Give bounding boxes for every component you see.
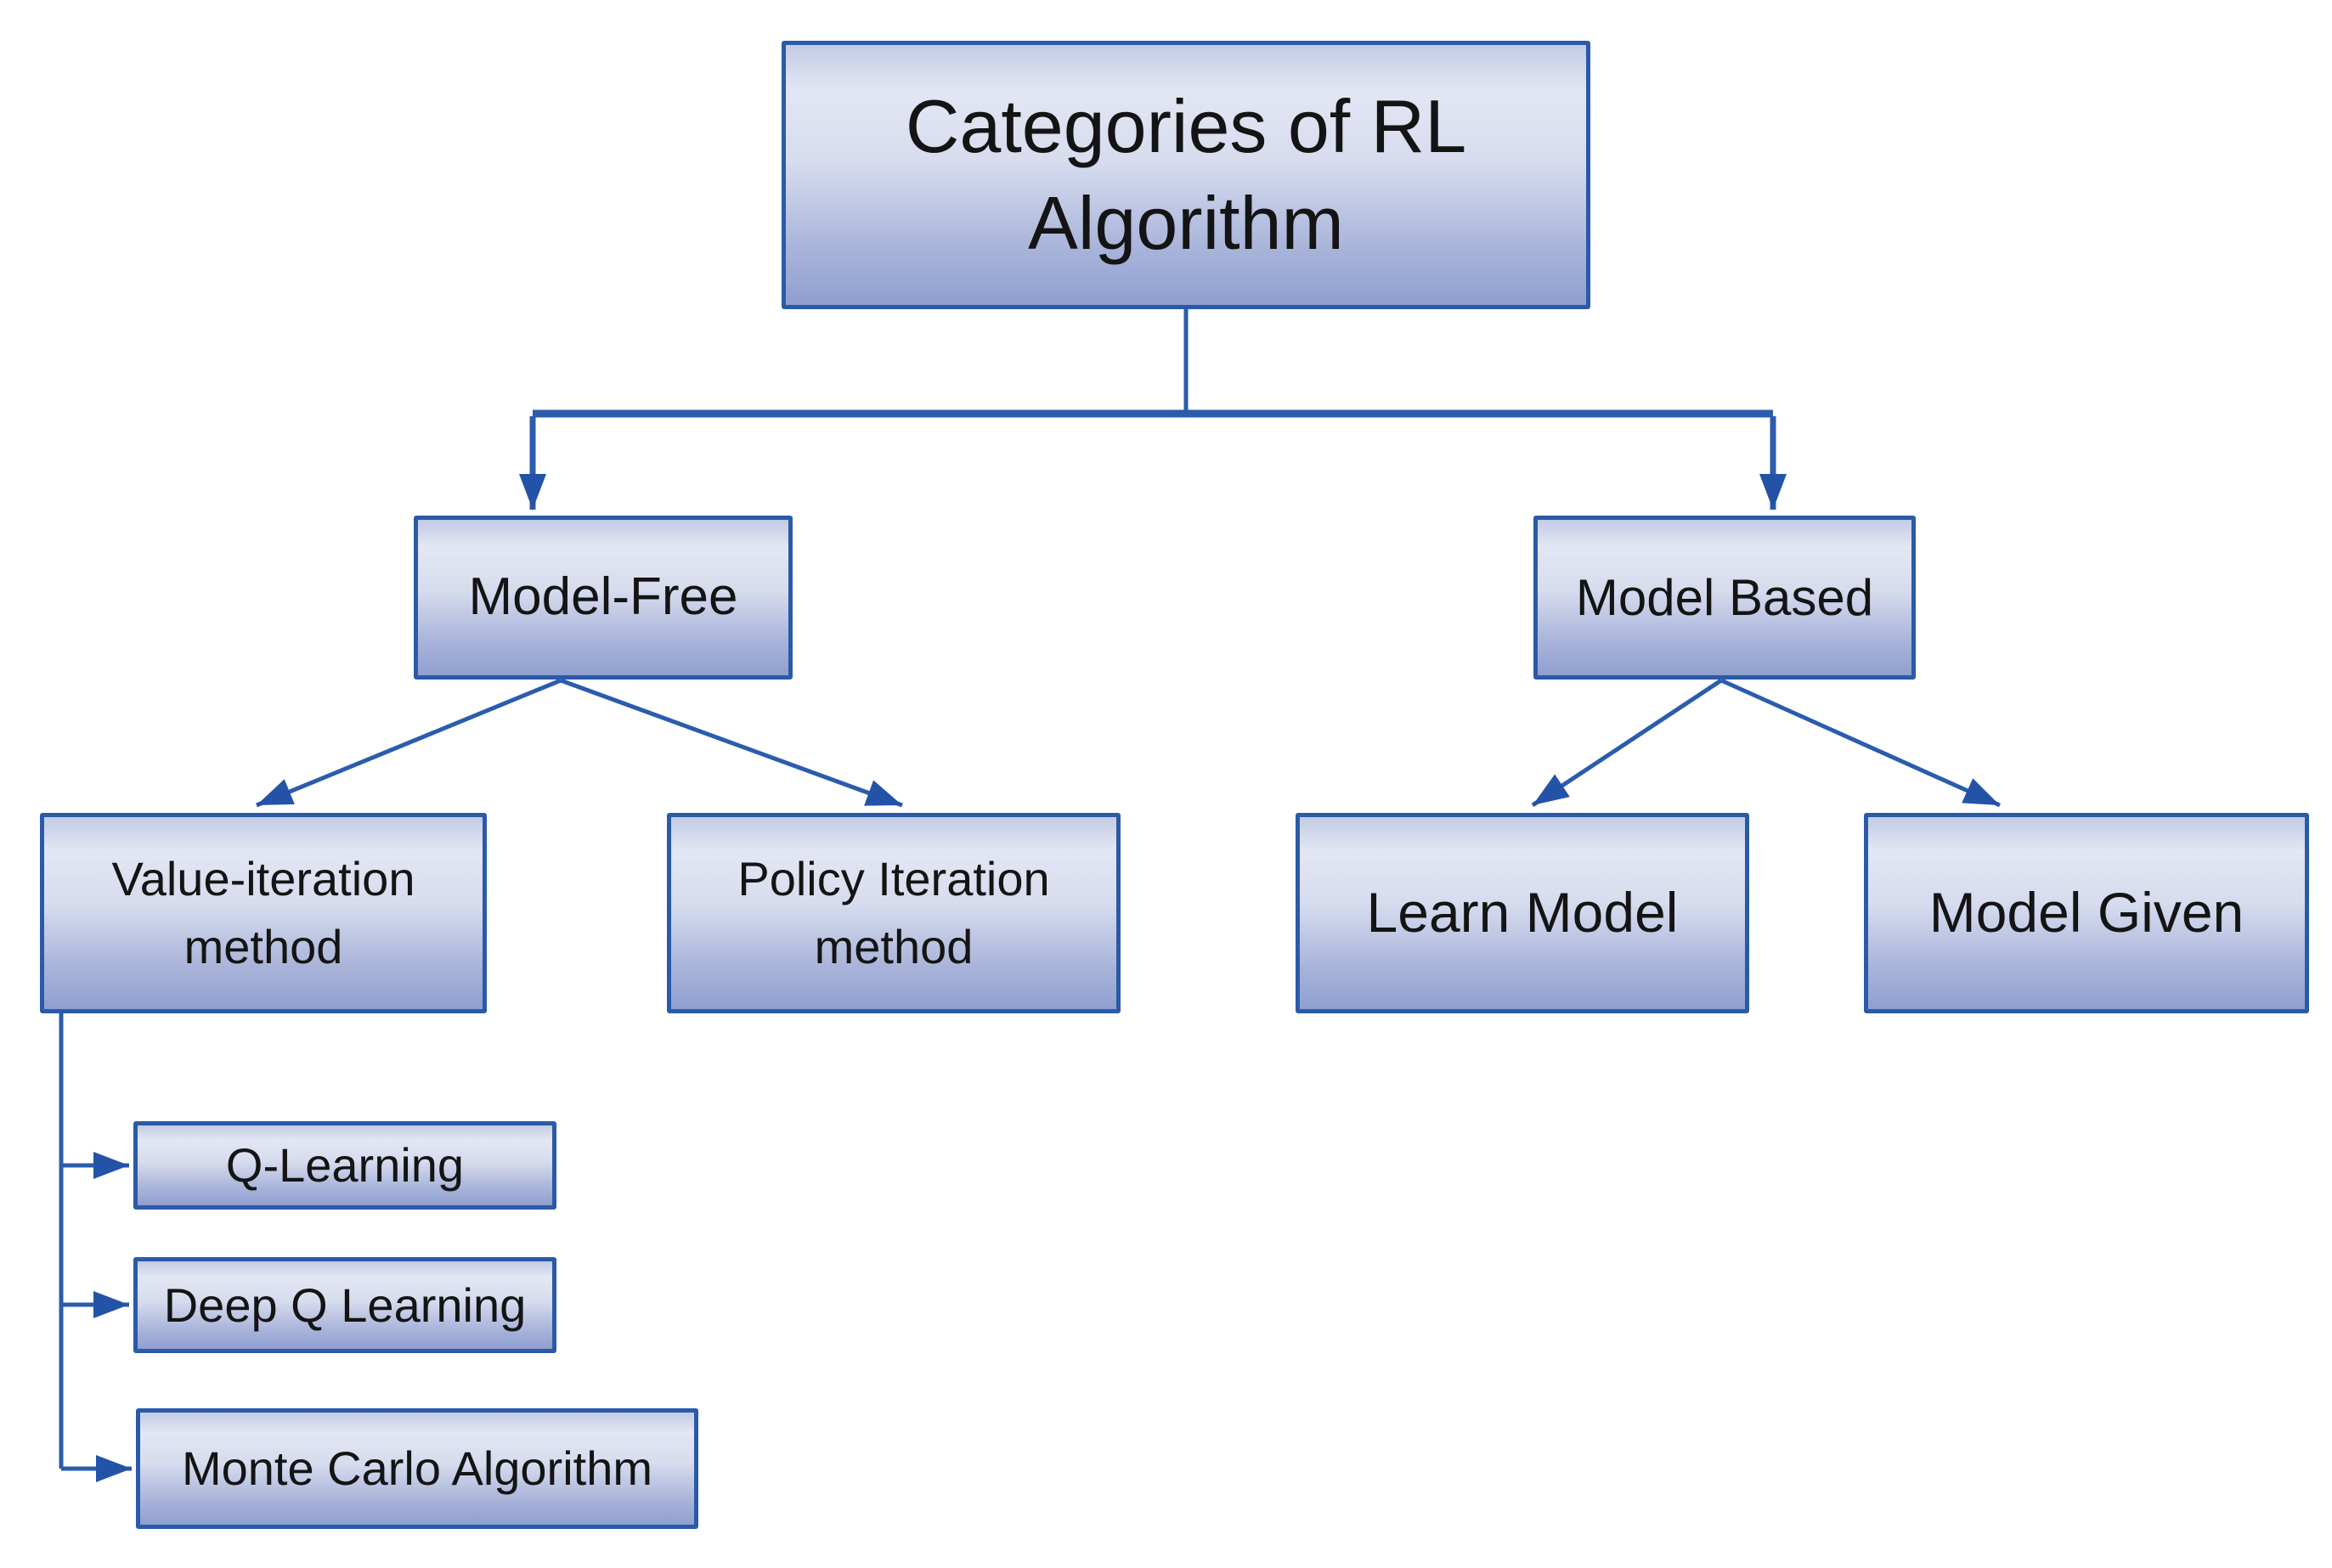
node-q-learning-label: Q-Learning	[225, 1138, 465, 1193]
node-q-learning: Q-Learning	[133, 1121, 556, 1210]
node-learn-model: Learn Model	[1296, 813, 1749, 1013]
node-monte-carlo: Monte Carlo Algorithm	[136, 1408, 698, 1529]
edge-model-free-value-iteration	[256, 678, 562, 808]
node-model-based: Model Based	[1533, 516, 1916, 680]
node-deep-q-learning-label: Deep Q Learning	[163, 1278, 527, 1332]
node-model-given: Model Given	[1864, 813, 2309, 1013]
node-model-free: Model-Free	[414, 516, 793, 680]
edge-model-based-learn-model	[1531, 678, 1723, 808]
node-deep-q-learning: Deep Q Learning	[133, 1257, 556, 1353]
node-learn-model-label: Learn Model	[1366, 881, 1679, 945]
node-root-label: Categories of RL Algorithm	[905, 83, 1467, 265]
node-value-iteration-label: Value-iteration method	[111, 852, 415, 973]
edge-model-free-policy-iteration	[560, 678, 903, 808]
node-model-based-label: Model Based	[1575, 568, 1874, 626]
node-value-iteration: Value-iteration method	[40, 813, 487, 1013]
edge-model-based-model-given	[1719, 678, 2002, 808]
node-root: Categories of RL Algorithm	[782, 41, 1590, 309]
node-policy-iteration-label: Policy Iteration method	[737, 852, 1050, 973]
node-model-given-label: Model Given	[1928, 881, 2244, 945]
node-policy-iteration: Policy Iteration method	[667, 813, 1121, 1013]
node-model-free-label: Model-Free	[468, 567, 738, 627]
node-monte-carlo-label: Monte Carlo Algorithm	[181, 1441, 652, 1496]
